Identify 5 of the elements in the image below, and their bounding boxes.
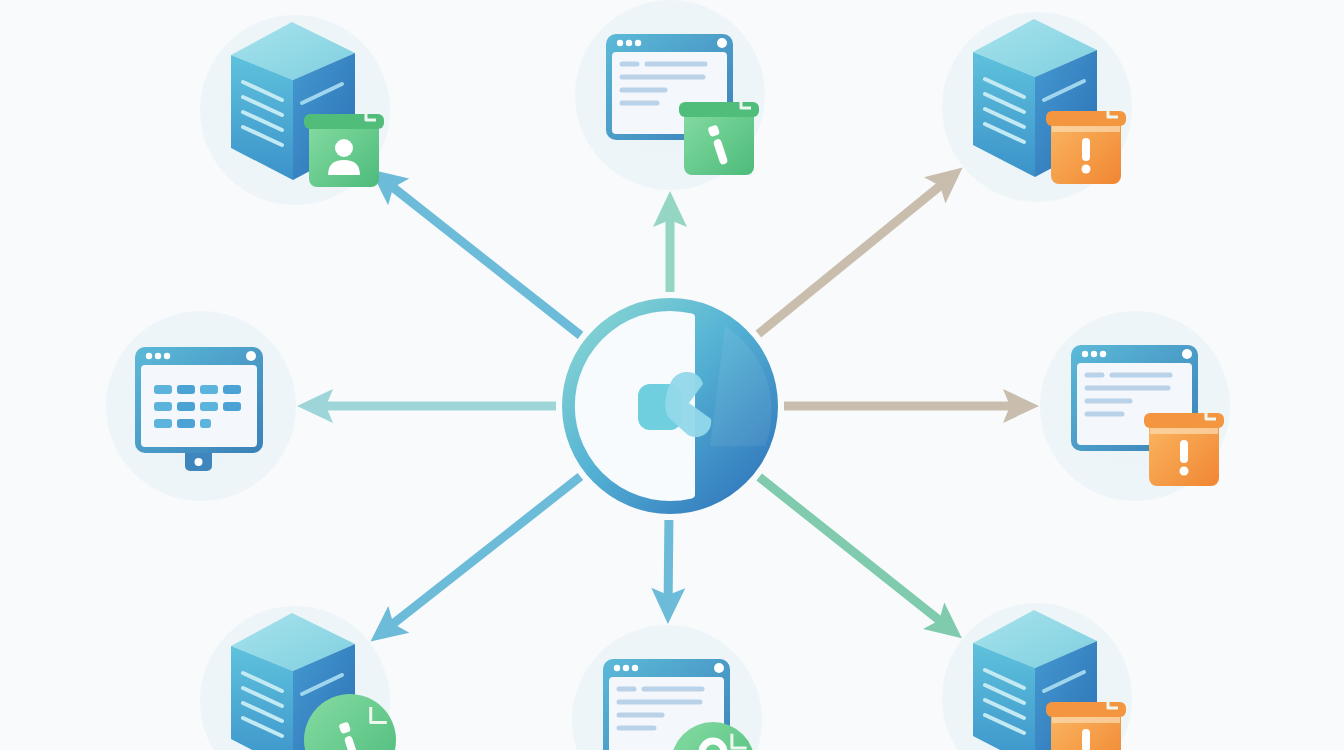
arrow	[651, 519, 686, 625]
arrow	[653, 191, 687, 292]
arrow	[784, 389, 1039, 423]
hub-drawing	[560, 296, 780, 516]
arrow	[297, 389, 556, 423]
